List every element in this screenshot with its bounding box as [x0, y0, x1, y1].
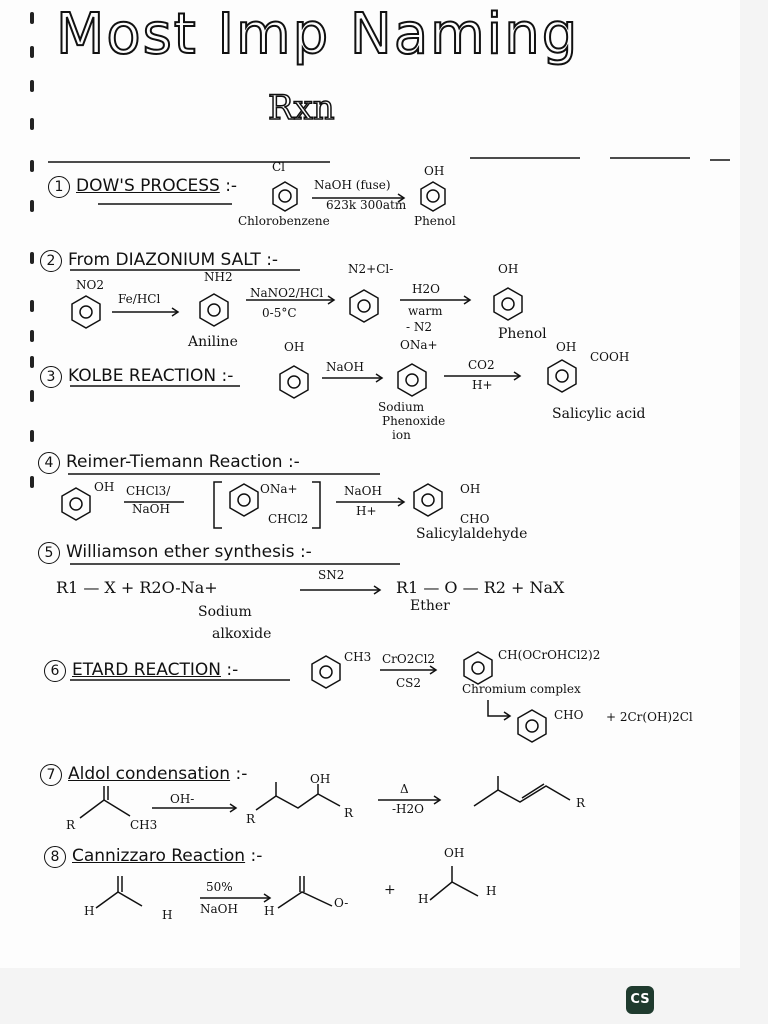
r8-reagent: 50% — [206, 880, 233, 894]
r4-product-oh: OH — [460, 482, 481, 496]
r2-aniline-name: Aniline — [188, 334, 238, 350]
r7-label-r1: R — [66, 818, 76, 832]
r7-label-r3: R — [344, 806, 354, 820]
r7-reagent-2: Δ — [400, 782, 409, 796]
binding-holes — [30, 0, 38, 968]
r2-reagent-3b: warm — [408, 304, 443, 318]
r2-reagent-3: H2O — [412, 282, 440, 296]
r4-phenol-sub: OH — [94, 480, 115, 494]
r2-product-sub: OH — [498, 262, 519, 276]
page-subtitle: Rxn — [267, 87, 335, 129]
r3-name-2: Phenoxide — [382, 414, 446, 428]
r8-label-h2: H — [162, 908, 173, 922]
r4-product-cho: CHO — [460, 512, 490, 526]
r2-diazonium: N2+Cl- — [348, 262, 394, 276]
r8-label-h5: H — [486, 884, 497, 898]
r1-reagent: NaOH (fuse) — [314, 178, 391, 192]
r4-reagent-1b: NaOH — [132, 502, 170, 516]
r5-equation-right: R1 — O — R2 + NaX — [396, 578, 565, 597]
r5-reagent: SN2 — [318, 568, 345, 582]
r7-label-r2: R — [246, 812, 256, 826]
r3-name-3: ion — [392, 428, 411, 442]
r2-reagent-3c: - N2 — [406, 320, 433, 334]
r6-complex: CH(OCrOHCl2)2 — [498, 648, 601, 662]
r1-product-name: Phenol — [414, 214, 456, 228]
r8-label-h3: H — [264, 904, 275, 918]
r2-reagent-2: NaNO2/HCl — [250, 286, 324, 300]
r1-reactant-name: Chlorobenzene — [238, 214, 330, 228]
r2-nitro: NO2 — [76, 278, 104, 292]
r5-right-name: Ether — [410, 598, 450, 614]
r3-reagent-2: CO2 — [468, 358, 495, 372]
r3-name-1: Sodium — [378, 400, 425, 414]
r8-reagent-b: NaOH — [200, 902, 238, 916]
r7-reagent-2b: -H2O — [392, 802, 424, 816]
r8-label-oh: OH — [444, 846, 465, 860]
drawing-layer — [48, 157, 730, 909]
r6-complex-name: Chromium complex — [462, 682, 581, 696]
benzene-ring-chlorobenzene — [272, 181, 298, 212]
r1-product-sub: OH — [424, 164, 445, 178]
r3-reagent-2b: H+ — [472, 378, 493, 392]
r1-reactant-sub: Cl — [272, 160, 286, 174]
r4-intermediate-ona: ONa+ — [260, 482, 298, 496]
r1-conditions: 623k 300atm — [326, 198, 407, 212]
r7-label-ch3: CH3 — [130, 818, 158, 832]
r8-label-plus: + — [384, 882, 396, 898]
r3-phenol-sub: OH — [284, 340, 305, 354]
r3-reagent-1: NaOH — [326, 360, 364, 374]
r6-methyl: CH3 — [344, 650, 372, 664]
r2-reagent-2b: 0-5°C — [262, 306, 297, 320]
r4-intermediate-chcl2: CHCl2 — [268, 512, 309, 526]
r2-product-name: Phenol — [498, 326, 547, 342]
r6-reagent-1: CrO2Cl2 — [382, 652, 436, 666]
r5-equation-left: R1 — X + R2O-Na+ — [56, 578, 218, 597]
r6-extra: + 2Cr(OH)2Cl — [606, 710, 693, 724]
r7-label-oh: OH — [310, 772, 331, 786]
r7-reagent: OH- — [170, 792, 195, 806]
r8-label-h1: H — [84, 904, 95, 918]
r8-label-o-minus: O- — [334, 896, 349, 910]
r3-product-oh: OH — [556, 340, 577, 354]
r2-amine: NH2 — [204, 270, 233, 284]
r4-reagent-1: CHCl3/ — [126, 484, 171, 498]
r8-label-h4: H — [418, 892, 429, 906]
r4-reagent-2: NaOH — [344, 484, 382, 498]
r4-reagent-2b: H+ — [356, 504, 377, 518]
r7-label-r4: R — [576, 796, 586, 810]
r4-product-name: Salicylaldehyde — [416, 526, 528, 542]
r3-product-name: Salicylic acid — [552, 406, 646, 422]
r6-aldehyde: CHO — [554, 708, 584, 722]
camscanner-badge: CS — [626, 986, 654, 1014]
r5-left-name-1: Sodium — [198, 604, 252, 620]
r3-product-cooh: COOH — [590, 350, 630, 364]
r2-reagent-1: Fe/HCl — [118, 292, 161, 306]
r3-phenoxide-sub: ONa+ — [400, 338, 438, 352]
page-title: Most Imp Naming — [55, 1, 580, 68]
r6-reagent-1b: CS2 — [396, 676, 422, 690]
r5-left-name-2: alkoxide — [212, 626, 272, 642]
benzene-ring-phenol — [420, 181, 446, 212]
